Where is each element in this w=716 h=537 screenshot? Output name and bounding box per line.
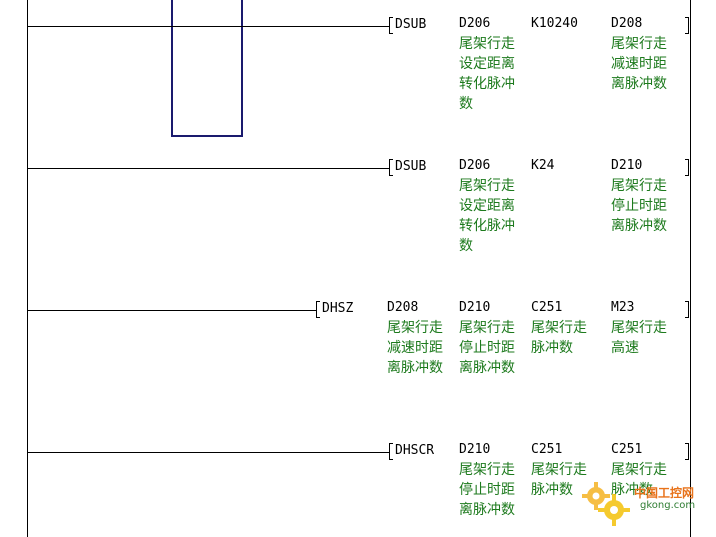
operand-register: D210 <box>611 158 643 173</box>
operand-comment: 尾架行走停止时距离脉冲数 <box>611 178 667 234</box>
instruction-bracket-left <box>389 17 393 34</box>
operand-comment: 尾架行走减速时距离脉冲数 <box>611 36 667 92</box>
operand-register: K10240 <box>531 16 578 31</box>
operand[interactable]: K24 <box>531 156 554 176</box>
instruction-bracket-left <box>389 159 393 176</box>
rung-wire <box>27 26 390 27</box>
operand-register: C251 <box>611 442 643 457</box>
operand[interactable]: C251 尾架行走脉冲数 <box>611 440 677 500</box>
contact-box[interactable] <box>171 0 243 137</box>
operand-register: D206 <box>459 16 491 31</box>
operand[interactable]: C251 尾架行走脉冲数 <box>531 298 597 358</box>
operand-register: K24 <box>531 158 555 173</box>
instruction-bracket-left <box>316 301 320 318</box>
operand[interactable]: D206 尾架行走设定距离转化脉冲数 <box>459 156 525 256</box>
operand[interactable]: D210 尾架行走停止时距离脉冲数 <box>611 156 677 236</box>
operand-comment: 尾架行走脉冲数 <box>611 462 667 498</box>
watermark-domain: gkong.com <box>640 500 696 511</box>
operand-comment: 尾架行走脉冲数 <box>531 462 587 498</box>
left-power-rail <box>27 0 28 537</box>
instruction-mnemonic[interactable]: DHSZ <box>322 301 354 316</box>
instruction-mnemonic[interactable]: DSUB <box>395 17 427 32</box>
operand-register: D208 <box>611 16 643 31</box>
operand-comment: 尾架行走减速时距离脉冲数 <box>387 320 443 376</box>
operand-register: M23 <box>611 300 635 315</box>
operand-comment: 尾架行走脉冲数 <box>531 320 587 356</box>
instruction-bracket-left <box>389 443 393 460</box>
instruction-bracket-right <box>685 159 689 176</box>
operand[interactable]: K10240 <box>531 14 578 34</box>
instruction-bracket-right <box>685 301 689 318</box>
operand-register: D206 <box>459 158 491 173</box>
operand[interactable]: M23 尾架行走高速 <box>611 298 677 358</box>
operand-comment: 尾架行走设定距离转化脉冲数 <box>459 36 515 112</box>
operand-register: D210 <box>459 300 491 315</box>
gear-icon <box>582 482 630 526</box>
operand-comment: 尾架行走设定距离转化脉冲数 <box>459 178 515 254</box>
operand-register: C251 <box>531 300 563 315</box>
instruction-mnemonic[interactable]: DHSCR <box>395 443 435 458</box>
watermark-brand: 中国工控网 <box>634 486 695 500</box>
operand[interactable]: D208 尾架行走减速时距离脉冲数 <box>611 14 677 94</box>
rung-wire <box>27 310 317 311</box>
operand-comment: 尾架行走停止时距离脉冲数 <box>459 320 515 376</box>
instruction-bracket-right <box>685 17 689 34</box>
operand[interactable]: D208 尾架行走减速时距离脉冲数 <box>387 298 453 378</box>
operand[interactable]: D206 尾架行走设定距离转化脉冲数 <box>459 14 525 114</box>
operand[interactable]: C251 尾架行走脉冲数 <box>531 440 597 500</box>
instruction-bracket-right <box>685 443 689 460</box>
operand-register: D210 <box>459 442 491 457</box>
operand[interactable]: D210 尾架行走停止时距离脉冲数 <box>459 440 525 520</box>
right-power-rail <box>690 0 691 537</box>
operand-comment: 尾架行走高速 <box>611 320 667 356</box>
rung-wire <box>27 168 390 169</box>
operand-register: C251 <box>531 442 563 457</box>
watermark-logo: 中国工控网 gkong.com <box>580 480 710 530</box>
instruction-mnemonic[interactable]: DSUB <box>395 159 427 174</box>
operand[interactable]: D210 尾架行走停止时距离脉冲数 <box>459 298 525 378</box>
operand-comment: 尾架行走停止时距离脉冲数 <box>459 462 515 518</box>
rung-wire <box>27 452 390 453</box>
operand-register: D208 <box>387 300 419 315</box>
